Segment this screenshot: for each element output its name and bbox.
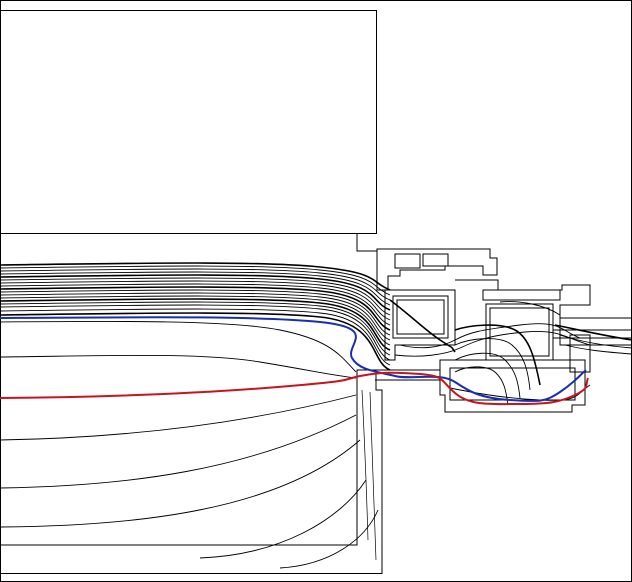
isotherm-line <box>0 312 391 371</box>
isotherm-line <box>389 299 456 353</box>
isotherm-line <box>0 265 391 296</box>
isotherm-line <box>0 439 361 528</box>
isotherm-line <box>0 268 391 301</box>
isotherm-line <box>0 289 391 336</box>
isotherm-line <box>0 277 391 316</box>
isotherm-line <box>0 414 357 489</box>
isotherm-line <box>0 274 391 311</box>
isotherm-line <box>559 334 632 349</box>
isotherm-line <box>199 479 367 559</box>
frame-isotherm-lines <box>389 299 632 406</box>
isotherm-line <box>554 324 632 341</box>
isotherm-line <box>0 354 357 379</box>
isotherm-line <box>454 366 509 406</box>
isotherm-warm-line <box>0 371 589 406</box>
isotherm-line <box>0 286 391 331</box>
isotherm-line <box>0 301 391 356</box>
upper-wall-block <box>0 10 377 234</box>
isotherm-line <box>399 323 581 349</box>
isotherm-line <box>0 262 391 291</box>
isotherm-line <box>564 344 632 355</box>
isotherm-line <box>454 324 541 386</box>
isotherm-line <box>0 304 391 361</box>
isotherm-line <box>0 295 391 346</box>
isotherm-lines <box>0 262 391 569</box>
isotherm-line <box>0 320 357 373</box>
isotherm-line <box>454 338 531 391</box>
isotherm-line <box>369 391 377 561</box>
isotherm-line <box>499 301 561 316</box>
isotherm-line <box>0 283 391 326</box>
isotherm-line <box>0 298 391 351</box>
isotherm-line <box>0 292 391 341</box>
isotherm-line <box>361 389 369 541</box>
lower-wall-section <box>0 233 383 574</box>
isotherm-line <box>0 308 391 366</box>
isotherm-line <box>279 509 379 569</box>
isotherm-line <box>454 352 521 399</box>
isotherm-cold-line <box>0 316 587 402</box>
isotherm-line <box>0 394 357 441</box>
isotherm-line <box>0 280 391 321</box>
window-frame-profile <box>375 248 632 413</box>
isotherm-line <box>0 271 391 306</box>
